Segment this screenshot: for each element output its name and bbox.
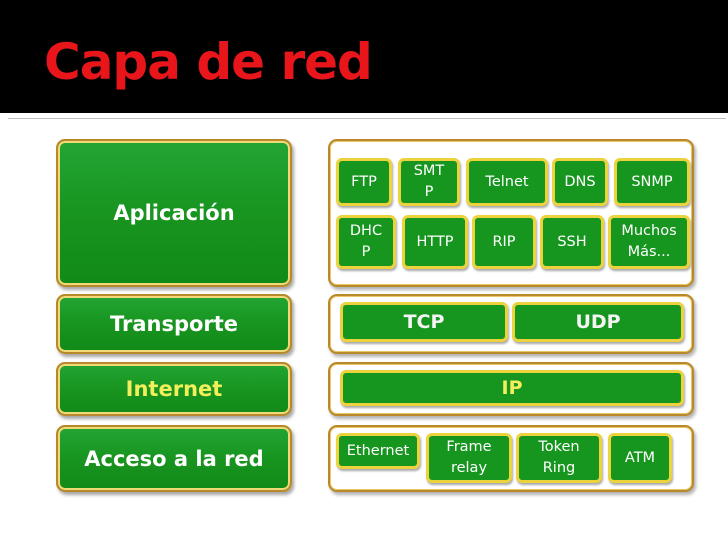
protocol-udp: UDP	[512, 302, 684, 342]
protocol-smtp: SMT P	[398, 158, 460, 206]
layer-transporte: Transporte	[56, 294, 292, 354]
transport-protocols-panel: TCP UDP	[328, 294, 694, 354]
protocol-snmp: SNMP	[614, 158, 690, 206]
application-protocols-panel: FTP SMT P Telnet DNS SNMP DHC P HTTP RIP…	[328, 139, 694, 287]
network-access-protocols-panel: Ethernet Frame relay Token Ring ATM	[328, 425, 694, 492]
layer-aplicacion: Aplicación	[56, 139, 292, 287]
protocol-dns: DNS	[552, 158, 608, 206]
slide-title: Capa de red	[44, 33, 373, 91]
header-divider	[8, 118, 726, 119]
layer-acceso-a-la-red: Acceso a la red	[56, 425, 292, 492]
internet-protocols-panel: IP	[328, 362, 694, 416]
protocol-rip: RIP	[472, 215, 536, 269]
layer-internet: Internet	[56, 362, 292, 416]
protocol-dhcp: DHC P	[336, 215, 396, 269]
protocol-ethernet: Ethernet	[336, 433, 420, 469]
protocol-atm: ATM	[608, 433, 672, 483]
slide-header: Capa de red	[0, 0, 728, 113]
protocol-ssh: SSH	[540, 215, 604, 269]
protocol-ftp: FTP	[336, 158, 392, 206]
protocol-tcp: TCP	[340, 302, 508, 342]
protocol-frame-relay: Frame relay	[426, 433, 512, 483]
protocol-token-ring: Token Ring	[516, 433, 602, 483]
protocol-muchos-mas: Muchos Más...	[608, 215, 690, 269]
protocol-ip: IP	[340, 370, 684, 406]
protocol-telnet: Telnet	[466, 158, 548, 206]
protocol-http: HTTP	[402, 215, 468, 269]
